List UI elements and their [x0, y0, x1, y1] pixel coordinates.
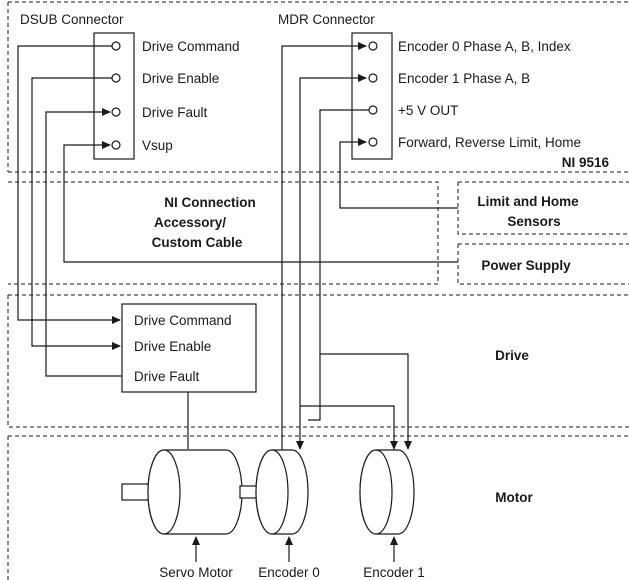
motor-region [7, 435, 629, 580]
mdr-pin-label-0: Encoder 0 Phase A, B, Index [398, 39, 571, 54]
drive-signal-2: Drive Fault [134, 369, 200, 384]
motor-part-label-0: Servo Motor [159, 565, 233, 580]
dsub-pin-label-1: Drive Enable [142, 71, 219, 86]
dsub-pin-label-0: Drive Command [142, 39, 240, 54]
wire-drive-command [17, 45, 121, 324]
limits-line-1: Limit and Home [477, 194, 579, 209]
limits-line-2: Sensors [507, 214, 560, 229]
wire-encoder1 [299, 74, 367, 406]
dsub-wires [17, 45, 458, 377]
mdr-pin-label-3: Forward, Reverse Limit, Home [398, 135, 581, 150]
mdr-pin-label-1: Encoder 1 Phase A, B [398, 71, 530, 86]
wire-encoder0 [281, 42, 367, 455]
mdr-pin-limits [368, 137, 378, 147]
mdr-pin-5v [368, 105, 378, 115]
dsub-pins [111, 41, 121, 150]
wire-vsup [63, 141, 458, 263]
wire-drive-enable [31, 77, 121, 350]
dsub-title: DSUB Connector [20, 12, 124, 27]
dsub-pin-vsup [111, 140, 121, 150]
limit-sensors-region [457, 181, 629, 235]
motor-part-label-1: Encoder 0 [258, 565, 320, 580]
wire-limits [339, 138, 458, 209]
accessory-line-3: Custom Cable [152, 235, 243, 250]
encoder-1 [359, 449, 415, 535]
accessory-line-1: NI Connection [164, 195, 256, 210]
mdr-pins [368, 41, 378, 147]
servo-motor-face [147, 449, 181, 535]
ni9516-region [7, 1, 629, 173]
mdr-pin-encoder0 [368, 41, 378, 51]
dsub-pin-label-3: Vsup [142, 138, 173, 153]
power-supply-region [457, 243, 629, 285]
encoder-0 [255, 449, 309, 535]
power-supply-label: Power Supply [481, 258, 571, 273]
mdr-pin-encoder1 [368, 73, 378, 83]
mdr-pin-label-2: +5 V OUT [398, 103, 458, 118]
dsub-pin-drive-fault [111, 107, 121, 117]
accessory-line-2: Accessory/ [154, 215, 226, 230]
motor-label: Motor [495, 490, 533, 505]
drive-signal-0: Drive Command [134, 313, 232, 328]
mdr-title: MDR Connector [278, 12, 375, 27]
drive-box [121, 303, 257, 393]
dsub-connector [93, 32, 135, 160]
motor-part-label-2: Encoder 1 [363, 565, 425, 580]
drive-region [7, 294, 629, 428]
wire-5v-out [319, 109, 412, 450]
dsub-pin-drive-enable [111, 73, 121, 83]
wire-drive-fault [45, 108, 122, 377]
drive-label: Drive [495, 348, 529, 363]
region-boundaries [7, 1, 629, 580]
mdr-wires [281, 42, 458, 455]
servo-motor [121, 449, 271, 535]
wire-encoder1-branch [300, 405, 398, 450]
encoder0-face [255, 449, 289, 535]
wire-5v-enc0 [308, 354, 321, 421]
module-label: NI 9516 [562, 155, 610, 170]
encoder1-face [359, 449, 393, 535]
motor-part-pointers [192, 536, 398, 562]
drive-signal-1: Drive Enable [134, 339, 211, 354]
dsub-pin-label-2: Drive Fault [142, 105, 208, 120]
dsub-pin-drive-command [111, 41, 121, 51]
